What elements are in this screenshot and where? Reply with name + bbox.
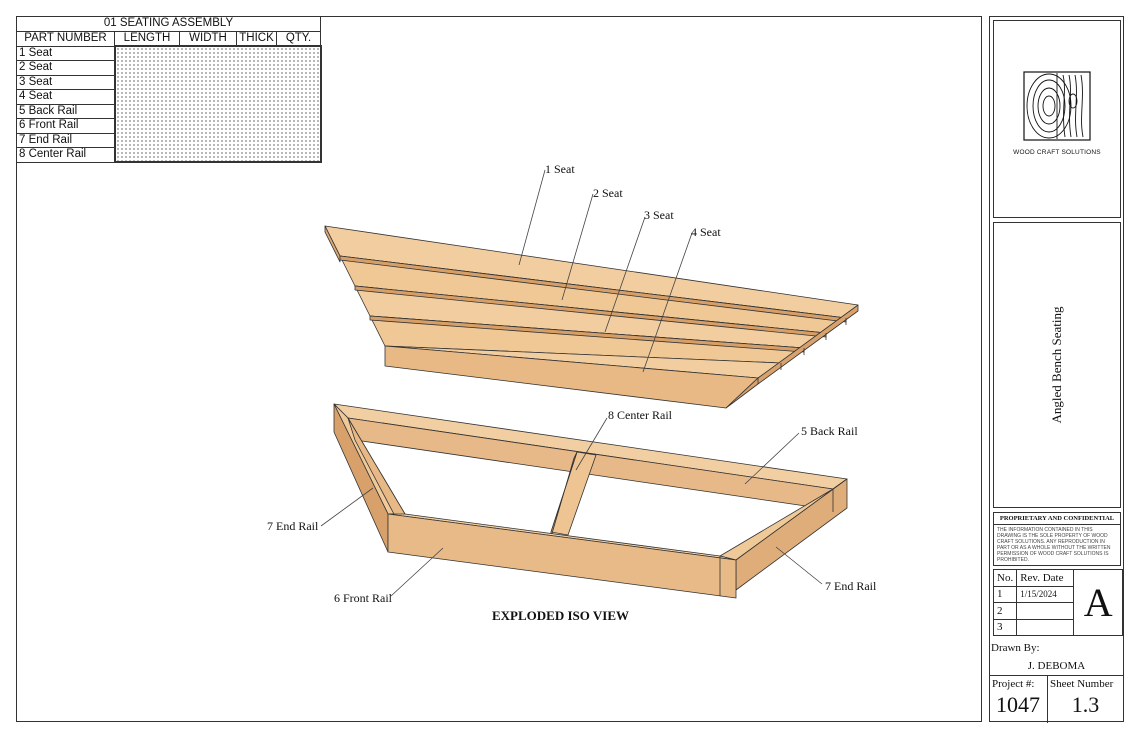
parts-table: 01 SEATING ASSEMBLY PART NUMBER LENGTH W… <box>16 16 322 163</box>
callout-front-rail: 6 Front Rail <box>334 591 393 605</box>
drawn-by-label: Drawn By: <box>991 642 1040 654</box>
callout-seat-4: 4 Seat <box>691 225 721 239</box>
wood-grain-logo-icon <box>1023 71 1091 141</box>
proprietary-text: THE INFORMATION CONTAINED IN THIS DRAWIN… <box>997 527 1111 563</box>
rev-no: 1 <box>992 585 1018 603</box>
callout-seat-1: 1 Seat <box>545 162 575 176</box>
logo-panel: WOOD CRAFT SOLUTIONS <box>993 20 1121 218</box>
rev-no: 3 <box>992 618 1018 636</box>
part-row: 6 Front Rail <box>16 118 115 134</box>
proprietary-title: PROPRIETARY AND CONFIDENTIAL <box>994 513 1120 525</box>
header-part-number: PART NUMBER <box>16 30 115 47</box>
callout-center-rail: 8 Center Rail <box>608 408 672 422</box>
project-panel: Project #: 1047 Sheet Number 1.3 <box>989 675 1124 723</box>
header-thick: THICK <box>236 30 277 47</box>
sheet-number: 1.3 <box>1071 692 1100 717</box>
drawn-by-name: J. DEBOMA <box>1027 660 1086 672</box>
callout-end-rail-left: 7 End Rail <box>267 519 319 533</box>
callout-seat-2: 2 Seat <box>593 186 623 200</box>
rev-date <box>1016 602 1075 620</box>
rev-date <box>1016 618 1075 636</box>
title-block <box>989 16 1124 722</box>
sheet-number-cell: Sheet Number 1.3 <box>1047 676 1124 723</box>
callout-end-rail-right: 7 End Rail <box>825 579 877 593</box>
seat-right-edge <box>725 304 859 409</box>
rev-header-date: Rev. Date <box>1016 569 1075 587</box>
sheet-name: Angled Bench Seating <box>1049 306 1064 424</box>
drawn-by-panel: Drawn By: J. DEBOMA <box>989 640 1124 672</box>
part-row: 7 End Rail <box>16 132 115 148</box>
part-row: 3 Seat <box>16 74 115 90</box>
seat-1-edge <box>324 225 341 263</box>
project-number: 1047 <box>996 692 1040 717</box>
project-label: Project #: <box>992 678 1035 690</box>
front-rail-face <box>387 513 737 599</box>
view-title: EXPLODED ISO VIEW <box>492 608 630 623</box>
dimensions-hatched-area <box>113 45 322 163</box>
project-cell: Project #: 1047 <box>989 676 1048 723</box>
part-row: 8 Center Rail <box>16 147 115 163</box>
header-qty: QTY. <box>276 30 321 47</box>
proprietary-panel: PROPRIETARY AND CONFIDENTIAL THE INFORMA… <box>993 512 1121 566</box>
rev-no: 2 <box>992 602 1018 620</box>
callout-seat-3: 3 Seat <box>644 208 674 222</box>
sheet-number-label: Sheet Number <box>1050 678 1114 690</box>
drawing-border <box>16 16 982 722</box>
revision-letter: A <box>1073 569 1124 636</box>
rev-date: 1/15/2024 <box>1016 585 1075 603</box>
callout-back-rail: 5 Back Rail <box>801 424 858 438</box>
sheet-name-panel: Angled Bench Seating <box>993 222 1121 508</box>
company-name: WOOD CRAFT SOLUTIONS <box>1013 149 1101 156</box>
rev-header-no: No. <box>992 569 1018 587</box>
